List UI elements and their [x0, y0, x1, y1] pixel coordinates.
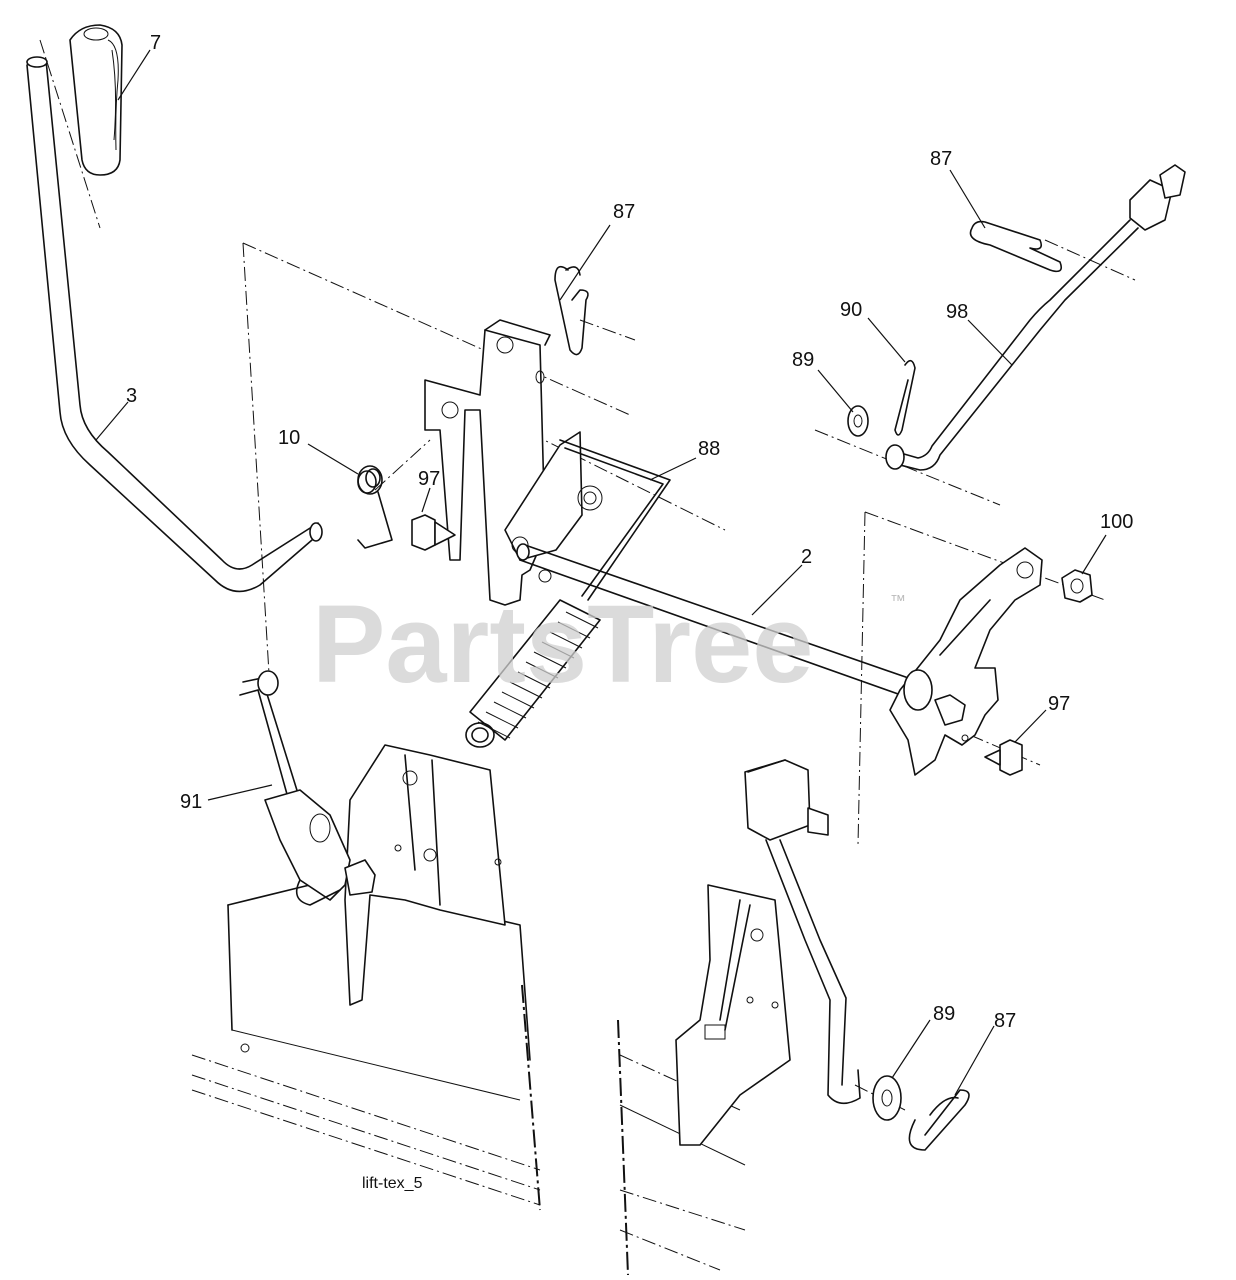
part-87-hairpin-bottom	[908, 1089, 970, 1151]
callout-88: 88	[698, 438, 720, 460]
callout-7: 7	[150, 32, 161, 54]
part-7-grip	[69, 24, 123, 176]
part-90-clip	[894, 359, 916, 436]
leader-lines	[95, 49, 1107, 1096]
part-89-washer-top	[847, 405, 869, 437]
callout-90: 90	[840, 299, 862, 321]
part-10-torsion-spring	[357, 465, 393, 549]
part-91-hanger-rod-left	[239, 670, 376, 906]
part-100-nut	[1061, 569, 1093, 603]
part-2-lift-shaft	[516, 543, 921, 701]
callout-87-bottom: 87	[994, 1010, 1016, 1032]
callout-87-right: 87	[930, 148, 952, 170]
callout-97-right: 97	[1048, 693, 1070, 715]
callout-labels: 7 3 10 97 87 88 2 87 90 98 89 100 97 91 …	[126, 32, 1133, 1032]
watermark-trademark: ™	[890, 593, 906, 610]
part-97-bolt-right	[984, 739, 1023, 776]
callout-3: 3	[126, 385, 137, 407]
part-88-spring-hook	[559, 439, 671, 601]
callout-89-top: 89	[792, 349, 814, 371]
centerlines	[39, 39, 1136, 1111]
part-89-washer-bottom	[872, 1075, 902, 1121]
right-hanger-rod	[744, 759, 861, 1105]
callout-2: 2	[801, 546, 812, 568]
mower-deck-outline	[191, 879, 746, 1276]
callout-98: 98	[946, 301, 968, 323]
right-lift-arm-plate	[889, 547, 1043, 776]
callout-91: 91	[180, 791, 202, 813]
callout-87-top: 87	[613, 201, 635, 223]
callout-10: 10	[278, 427, 300, 449]
part-87-hairpin-right	[969, 220, 1063, 273]
watermark-text: PartsTree	[312, 583, 813, 706]
part-97-bolt-left	[411, 514, 456, 551]
callout-97-left: 97	[418, 468, 440, 490]
part-87-hairpin-top	[554, 265, 589, 356]
right-deck-bracket	[675, 884, 791, 1146]
pivot-bracket	[424, 319, 603, 606]
part-3-lift-handle	[26, 56, 323, 593]
part-98-adjuster-rod	[885, 164, 1186, 471]
callout-100: 100	[1100, 511, 1133, 533]
diagram-caption: lift-tex_5	[362, 1175, 423, 1192]
callout-89-bottom: 89	[933, 1003, 955, 1025]
extension-spring	[465, 599, 601, 748]
